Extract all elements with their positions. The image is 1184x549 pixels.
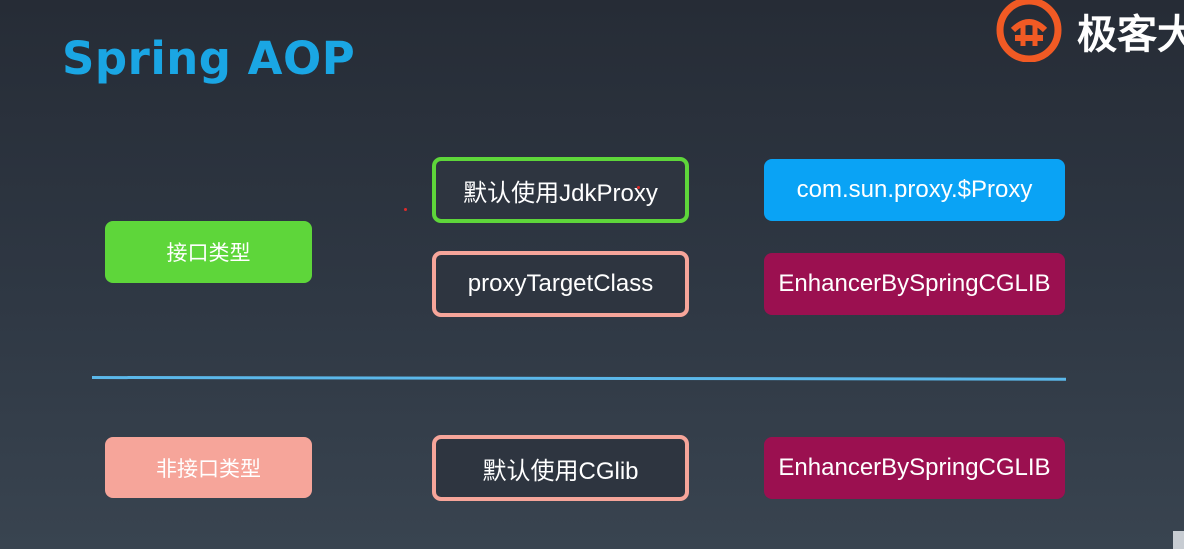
brand-logo: 极客大学 bbox=[993, 0, 1184, 62]
red-dot-marker bbox=[404, 208, 407, 211]
section-divider bbox=[91, 376, 1067, 381]
slide-title: Spring AOP bbox=[62, 32, 356, 85]
cglib-result-non-interface: EnhancerBySpringCGLIB bbox=[764, 437, 1065, 499]
non-interface-type-label: 非接口类型 bbox=[105, 437, 312, 498]
scroll-corner bbox=[1173, 531, 1184, 549]
proxy-target-class-option: proxyTargetClass bbox=[432, 251, 689, 317]
jdk-proxy-default-option: 默认使用JdkProxy bbox=[432, 157, 689, 223]
brand-name: 极客大学 bbox=[1077, 12, 1184, 58]
cglib-default-option: 默认使用CGlib bbox=[432, 435, 689, 501]
geek-g-logo-icon bbox=[996, 0, 1062, 62]
cglib-result-interface: EnhancerBySpringCGLIB bbox=[764, 253, 1065, 315]
red-dot-marker bbox=[637, 186, 640, 189]
jdk-proxy-result: com.sun.proxy.$Proxy bbox=[764, 159, 1065, 221]
interface-type-label: 接口类型 bbox=[105, 221, 312, 283]
